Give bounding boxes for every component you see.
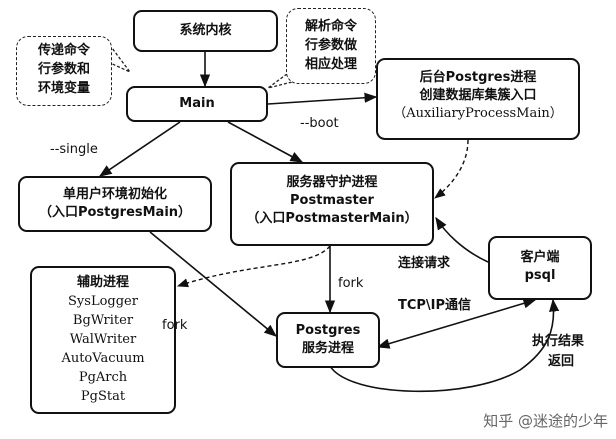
callout-pass-arguments: 传递命令 行参数和 环境变量 [16,36,112,106]
edge-postmaster-helpers [176,245,331,288]
label-result-return-1: 执行结果 [532,334,585,349]
node-single-user-init: 单用户环境初始化 （入口PostgresMain） [18,176,212,232]
node-postmaster: 服务器守护进程 Postmaster （入口PostmasterMain） [230,162,434,246]
edge-single-postgres [149,231,277,337]
edge-auxiliary-postmaster [434,139,469,199]
watermark: 知乎 @迷途的少年 [483,412,608,430]
node-auxiliary-process: 后台Postgres进程 创建数据库集簇入口 （AuxiliaryProcess… [376,58,580,140]
edge-main-auxiliary [267,92,378,105]
node-main: Main [126,86,268,122]
edge-main-postmaster [227,121,304,163]
label-single: --single [50,142,98,157]
label-fork-postmaster: fork [338,276,364,291]
callout-tail-left [107,47,131,73]
label-boot: --boot [300,116,339,131]
label-tcpip: TCP\IP通信 [398,298,472,313]
label-fork-helpers: fork [162,318,188,333]
callout-parse-arguments: 解析命令 行参数做 相应处理 [286,8,376,84]
node-helper-processes: 辅助进程 SysLogger BgWriter WalWriter AutoVa… [30,266,176,414]
node-postgres-service: Postgres 服务进程 [276,312,380,368]
edge-client-postgres [376,298,537,349]
label-result-return-2: 返回 [548,354,575,369]
edge-client-postmaster [435,216,489,263]
edge-main-single [98,121,181,177]
node-client-psql: 客户端 psql [488,236,592,300]
label-connect-request: 连接请求 [398,256,451,271]
node-system-kernel: 系统内核 [133,10,278,52]
edge-postgres-client-result [329,298,560,393]
